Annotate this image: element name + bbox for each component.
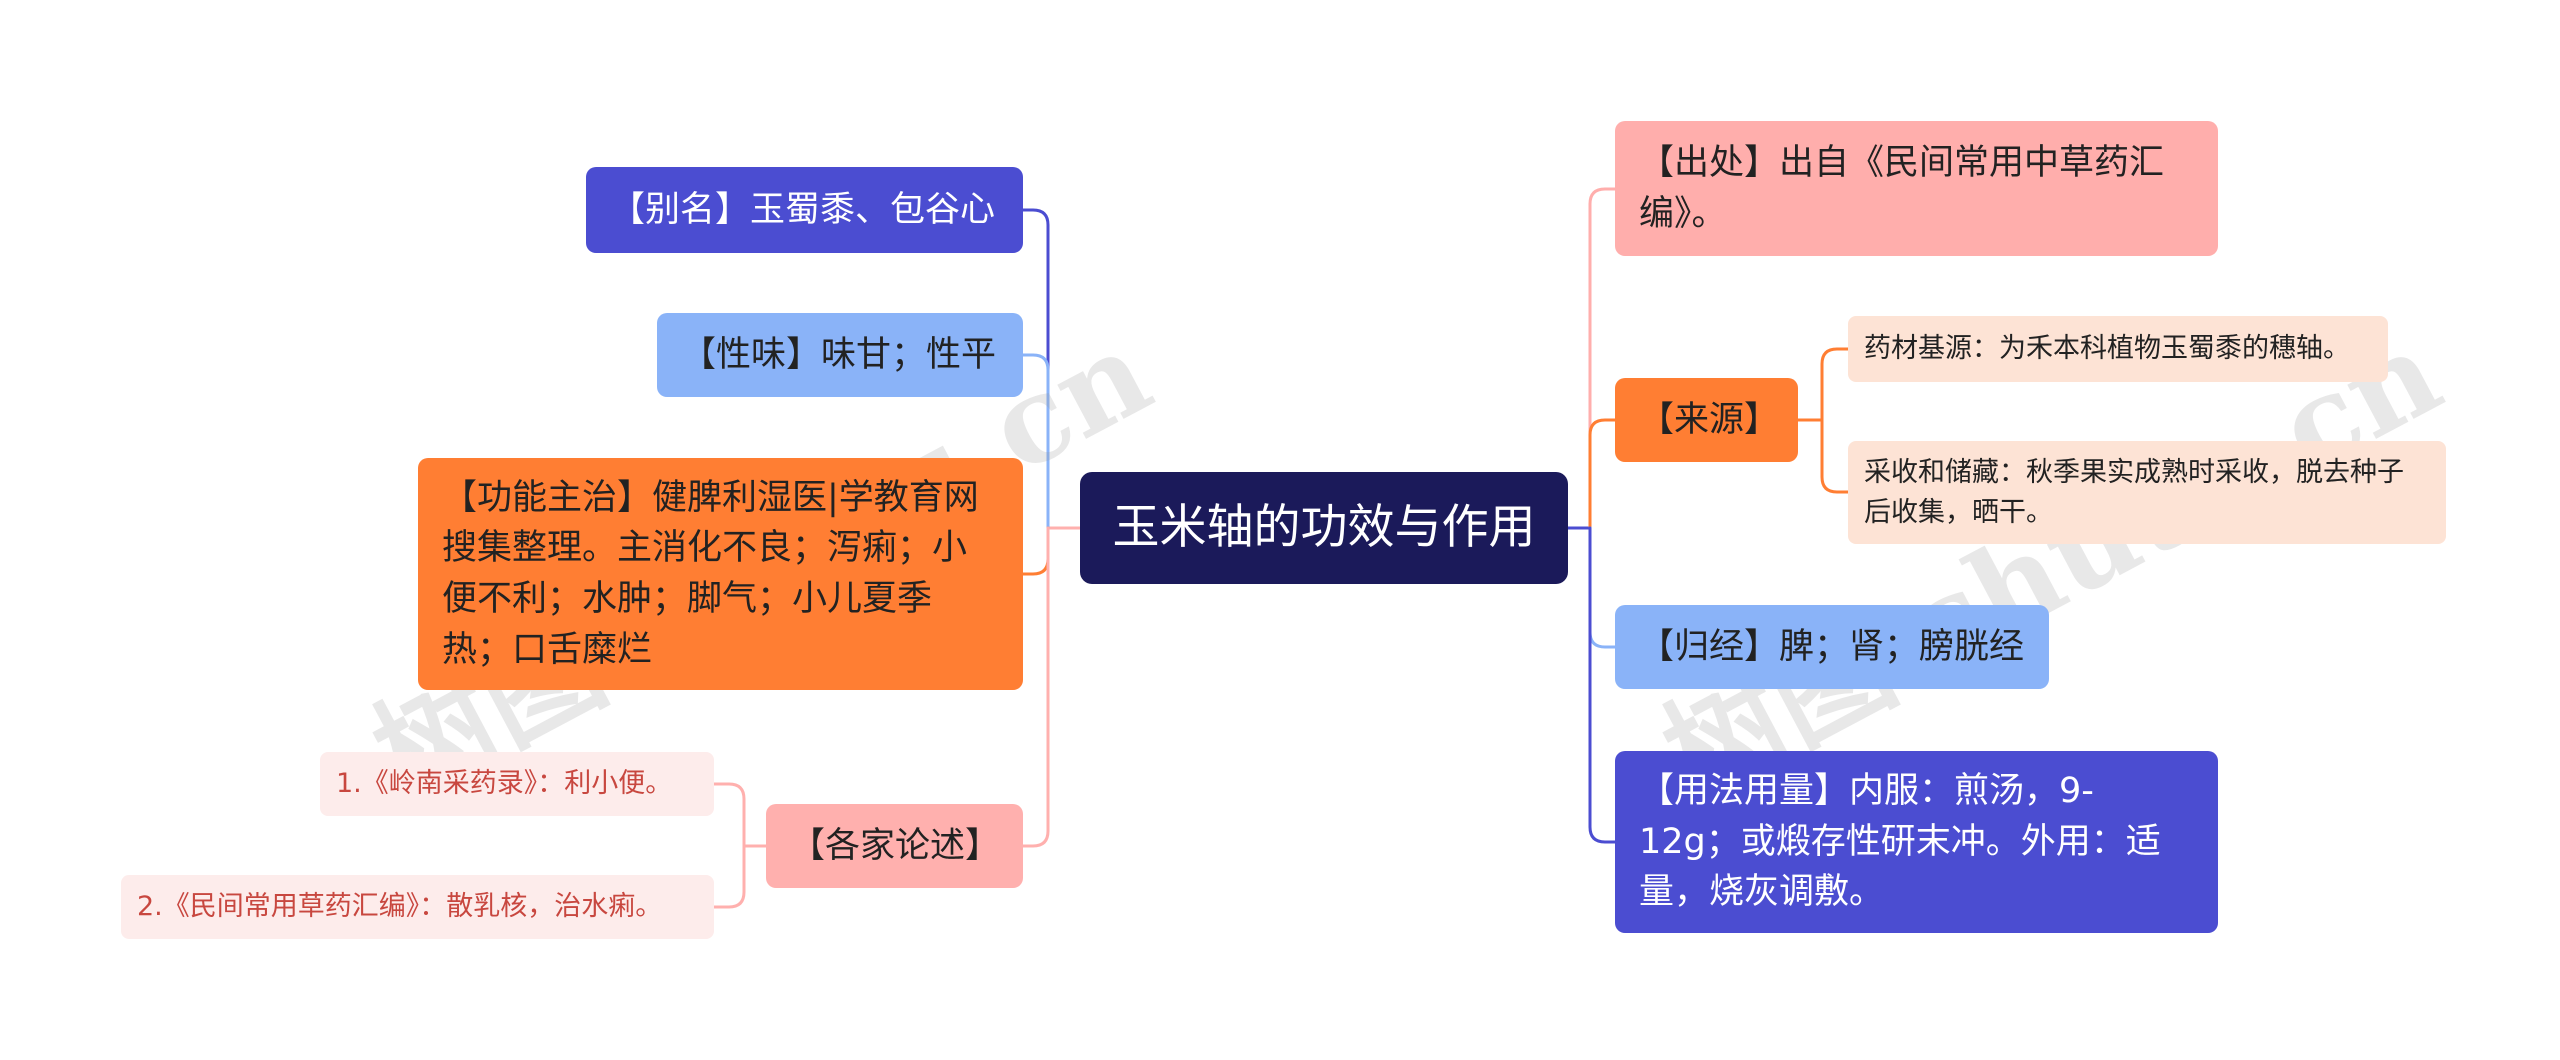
source-item-text: 采收和储藏：秋季果实成熟时采收，脱去种子后收集，晒干。 (1864, 457, 2404, 528)
link-origin (1588, 187, 1617, 530)
origin-text: 【出处】出自《民间常用中草药汇编》。 (1639, 142, 2165, 234)
taste-text: 【性味】味甘；性平 (681, 334, 997, 375)
source-node[interactable]: 【来源】 (1615, 378, 1798, 462)
source-item-harvest[interactable]: 采收和储藏：秋季果实成熟时采收，脱去种子后收集，晒干。 (1848, 441, 2446, 544)
link-base (1796, 347, 1850, 422)
link-usage (1588, 526, 1617, 844)
link-lunshu (1021, 526, 1050, 848)
alias-node[interactable]: 【别名】玉蜀黍、包谷心 (586, 167, 1023, 253)
lunshu-item-1[interactable]: 1.《岭南采药录》：利小便。 (320, 752, 714, 816)
root-node[interactable]: 玉米轴的功效与作用 (1080, 472, 1568, 584)
link-function (1021, 526, 1050, 576)
taste-node[interactable]: 【性味】味甘；性平 (657, 313, 1023, 397)
link-meridian (1588, 526, 1617, 649)
link-taste (1021, 353, 1050, 530)
lunshu-item-text: 2.《民间常用草药汇编》：散乳核，治水痢。 (137, 891, 663, 923)
root-title: 玉米轴的功效与作用 (1112, 499, 1536, 555)
origin-node[interactable]: 【出处】出自《民间常用中草药汇编》。 (1615, 121, 2218, 256)
lunshu-item-text: 1.《岭南采药录》：利小便。 (336, 768, 673, 800)
lunshu-label: 【各家论述】 (790, 825, 1001, 866)
link-harvest (1820, 418, 1850, 494)
link-source (1588, 418, 1617, 530)
link-l1 (712, 782, 768, 848)
source-item-base[interactable]: 药材基源：为禾本科植物玉蜀黍的穗轴。 (1848, 316, 2388, 382)
meridian-text: 【归经】脾；肾；膀胱经 (1639, 626, 2025, 667)
usage-node[interactable]: 【用法用量】内服：煎汤，9-12g；或煅存性研末冲。外用：适量，烧灰调敷。 (1615, 751, 2218, 933)
link-l2 (712, 844, 746, 909)
function-node[interactable]: 【功能主治】健脾利湿医|学教育网搜集整理。主消化不良；泻痢；小便不利；水肿；脚气… (418, 458, 1023, 690)
function-text: 【功能主治】健脾利湿医|学教育网搜集整理。主消化不良；泻痢；小便不利；水肿；脚气… (442, 477, 979, 670)
meridian-node[interactable]: 【归经】脾；肾；膀胱经 (1615, 605, 2049, 689)
lunshu-item-2[interactable]: 2.《民间常用草药汇编》：散乳核，治水痢。 (121, 875, 714, 939)
lunshu-node[interactable]: 【各家论述】 (766, 804, 1023, 888)
source-label: 【来源】 (1639, 399, 1780, 440)
usage-text: 【用法用量】内服：煎汤，9-12g；或煅存性研末冲。外用：适量，烧灰调敷。 (1639, 770, 2161, 913)
source-item-text: 药材基源：为禾本科植物玉蜀黍的穗轴。 (1864, 333, 2350, 365)
alias-text: 【别名】玉蜀黍、包谷心 (610, 189, 996, 230)
link-alias (1021, 208, 1050, 530)
